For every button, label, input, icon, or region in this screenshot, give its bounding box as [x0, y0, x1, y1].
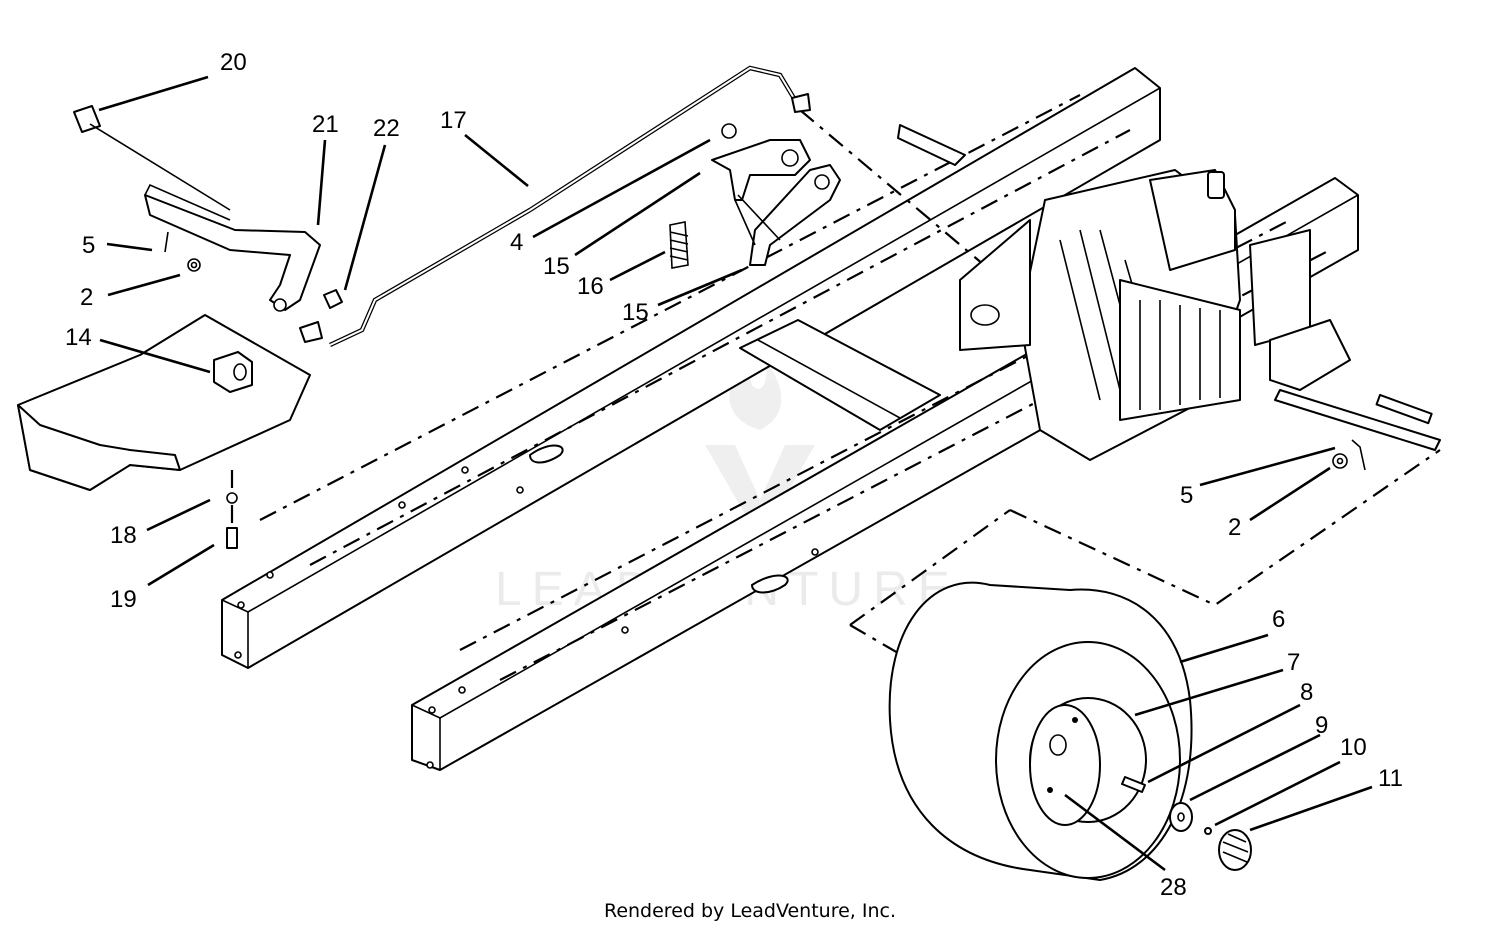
- footer-credit: Rendered by LeadVenture, Inc.: [603, 900, 897, 922]
- frame-rail-left: [221, 67, 1161, 669]
- shroud-pan: [17, 314, 311, 549]
- alignment-lines: [230, 94, 1441, 681]
- callout-labels: 20 21 22 17 5 2 14 18 19 4 15 16 15 5 2 …: [65, 49, 1403, 901]
- rear-wheel: [888, 581, 1252, 881]
- callout-6: 6: [1272, 606, 1285, 633]
- callout-4: 4: [510, 229, 523, 256]
- leader-lines: [98, 75, 1373, 872]
- callout-20: 20: [220, 49, 247, 76]
- pedal-assembly: [73, 105, 343, 312]
- brake-linkage: [669, 123, 841, 269]
- callout-15-upper: 15: [543, 253, 570, 280]
- callout-11: 11: [1378, 765, 1403, 792]
- callout-19: 19: [110, 586, 137, 613]
- callout-28: 28: [1160, 874, 1187, 901]
- callout-15-lower: 15: [622, 299, 649, 326]
- control-rod: [299, 65, 811, 348]
- right-pin-washer: [1332, 439, 1366, 471]
- callout-9: 9: [1315, 712, 1328, 739]
- callout-5-right: 5: [1180, 482, 1193, 509]
- callout-16: 16: [577, 273, 604, 300]
- callout-2-left: 2: [80, 284, 93, 311]
- callout-14: 14: [65, 324, 92, 351]
- callout-21: 21: [312, 111, 339, 138]
- callout-18: 18: [110, 522, 137, 549]
- cross-member: [739, 319, 941, 431]
- transaxle: [897, 124, 1441, 461]
- callout-22: 22: [373, 115, 400, 142]
- callout-17: 17: [440, 107, 467, 134]
- callout-7: 7: [1287, 649, 1300, 676]
- callout-10: 10: [1340, 734, 1367, 761]
- callout-8: 8: [1300, 679, 1313, 706]
- callout-2-right: 2: [1228, 514, 1241, 541]
- callout-5-left: 5: [82, 232, 95, 259]
